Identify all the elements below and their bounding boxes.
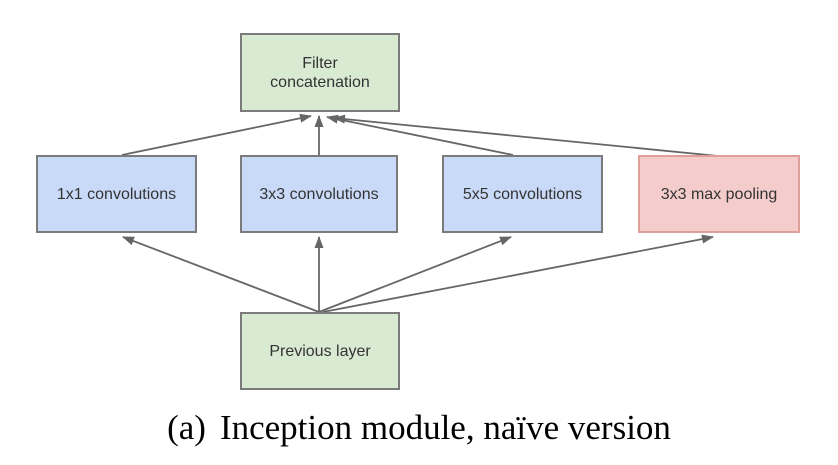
figure-caption: (a) Inception module, naïve version xyxy=(0,402,838,454)
node-1x1-convolutions: 1x1 convolutions xyxy=(36,155,197,233)
node-5x5-convolutions-label: 5x5 convolutions xyxy=(462,185,583,203)
node-3x3-convolutions: 3x3 convolutions xyxy=(240,155,398,233)
node-previous-layer: Previous layer xyxy=(240,312,400,390)
edge-conv1-to-filter-concat xyxy=(121,113,312,156)
node-filter-concatenation-label: Filter concatenation xyxy=(270,54,370,91)
node-previous-layer-label: Previous layer xyxy=(269,342,371,360)
node-3x3-max-pooling-label: 3x3 max pooling xyxy=(660,185,778,203)
edge-previous-to-conv1 xyxy=(122,236,320,313)
edge-previous-to-pool xyxy=(322,234,714,313)
node-filter-concatenation: Filter concatenation xyxy=(240,33,400,112)
edge-pool-to-filter-concat xyxy=(333,114,719,157)
node-3x3-convolutions-label: 3x3 convolutions xyxy=(259,185,379,203)
node-3x3-max-pooling: 3x3 max pooling xyxy=(638,155,800,233)
node-5x5-convolutions: 5x5 convolutions xyxy=(442,155,603,233)
edge-previous-to-conv5 xyxy=(318,236,512,313)
figure-caption-text: Inception module, naïve version xyxy=(219,408,671,447)
edge-conv5-to-filter-concat xyxy=(326,114,514,156)
figure-caption-index: (a) xyxy=(167,408,206,447)
node-1x1-convolutions-label: 1x1 convolutions xyxy=(56,185,177,203)
